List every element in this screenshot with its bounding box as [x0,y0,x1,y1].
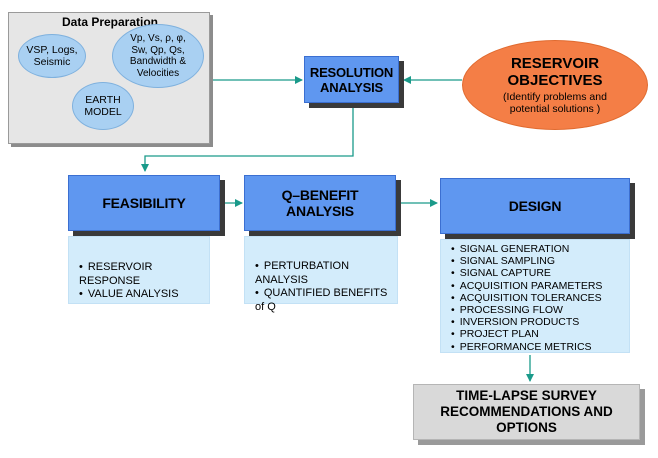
properties-ellipse: Vp, Vs, ρ, φ, Sw, Qp, Qs, Bandwidth & Ve… [112,24,204,88]
list-item: PROCESSING FLOW [451,304,629,316]
list-item: PERTURBATION ANALYSIS [255,260,397,287]
resolution-analysis-box: RESOLUTION ANALYSIS [304,56,399,103]
data-preparation-title: Data Preparation [61,15,159,29]
list-item: SIGNAL CAPTURE [451,267,629,279]
list-item: SIGNAL GENERATION [451,243,629,255]
reservoir-objectives-ellipse: RESERVOIR OBJECTIVES (Identify problems … [462,40,648,130]
list-item: ACQUISITION PARAMETERS [451,280,629,292]
design-box: DESIGN [440,178,630,234]
earth-model-ellipse: EARTH MODEL [72,82,134,130]
list-item: VALUE ANALYSIS [79,288,209,302]
design-details: SIGNAL GENERATION SIGNAL SAMPLING SIGNAL… [440,239,630,353]
inputs-ellipse: VSP, Logs, Seismic [18,34,86,78]
reservoir-objectives-subtitle: (Identify problems and potential solutio… [503,91,607,115]
list-item: RESERVOIR RESPONSE [79,261,209,288]
list-item: SIGNAL SAMPLING [451,255,629,267]
list-item: INVERSION PRODUCTS [451,316,629,328]
feasibility-box: FEASIBILITY [68,175,220,231]
feasibility-details: RESERVOIR RESPONSE VALUE ANALYSIS [68,236,210,304]
list-item: PERFORMANCE METRICS [451,341,629,353]
q-benefit-box: Q–BENEFIT ANALYSIS [244,175,396,231]
list-item: PROJECT PLAN [451,328,629,340]
reservoir-objectives-title: RESERVOIR OBJECTIVES [507,55,603,89]
arrow-resolution-to-feasibility [141,105,354,172]
list-item: ACQUISITION TOLERANCES [451,292,629,304]
time-lapse-recommendations-box: TIME-LAPSE SURVEY RECOMMENDATIONS AND OP… [413,384,640,440]
list-item: QUANTIFIED BENEFITS of Q [255,287,397,314]
q-benefit-details: PERTURBATION ANALYSIS QUANTIFIED BENEFIT… [244,236,398,313]
